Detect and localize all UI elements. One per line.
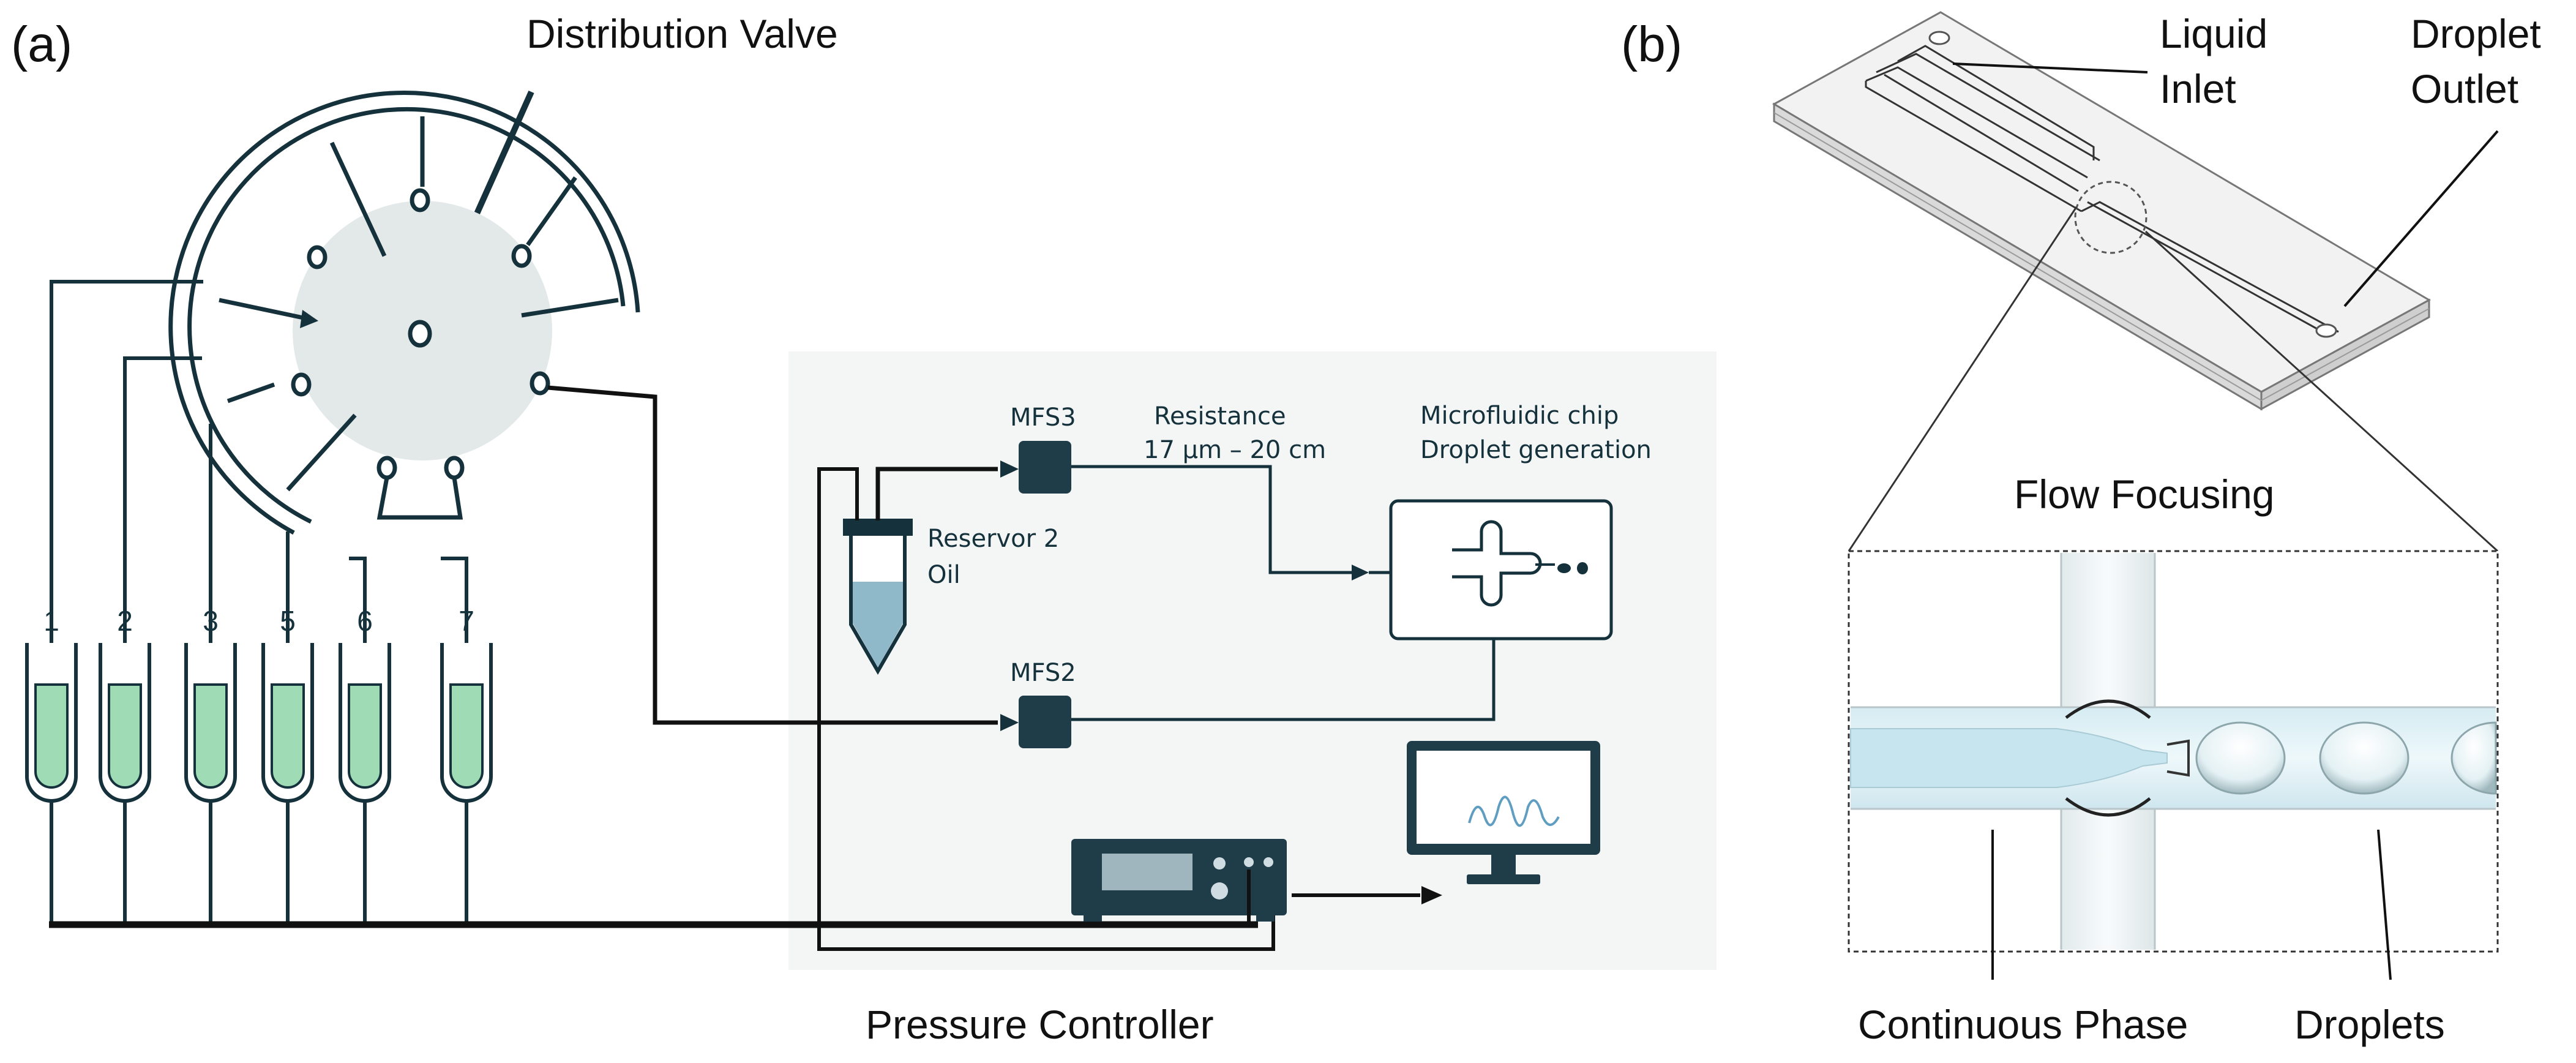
arrowhead [1000,714,1019,731]
mfs2-label: MFS2 [1010,659,1076,687]
tube-7 [440,643,493,925]
tube-6 [339,643,391,925]
valve-inner-arc [187,107,626,524]
tube-label: 6 [357,605,373,637]
resistance-title: Resistance [1154,402,1286,430]
tube-connectors [50,280,468,661]
mfs2-sensor [1019,696,1071,748]
dispersed-thread [1850,728,2168,788]
valve-spoke [526,176,577,247]
tube-3 [184,643,237,925]
flow-focusing-zoom [1848,550,2499,953]
chip-subtitle: Droplet generation [1420,436,1652,464]
valve-spoke [227,382,275,404]
valve-arrowhead [300,310,318,328]
panel-b-label: (b) [1621,17,1682,72]
liquid-inlet-label-2: Inlet [2160,66,2236,111]
liquid-inlet-label-1: Liquid [2160,11,2267,56]
mfs2-to-chip-line [1071,640,1496,721]
valve-spoke-arrow [219,298,307,321]
reservoir-fluid: Oil [927,561,960,589]
monitor [1407,741,1600,884]
valve-loop [376,477,463,520]
valve-spoke [286,413,357,492]
controller-to-reservoir-line [817,467,1275,951]
mfs3-label: MFS3 [1010,404,1076,432]
valve-port [376,456,397,480]
valve-port [530,371,550,396]
droplet-outlet-label-1: Droplet [2411,11,2541,56]
valve-outer-arc [168,91,640,535]
reservoir-2 [843,519,913,675]
arrowhead [1000,460,1019,478]
resistance-value: 17 µm – 20 cm [1144,436,1326,464]
droplet [2195,721,2286,795]
valve-port [410,188,430,212]
mfs3-to-chip-line [1071,465,1353,574]
valve-spoke [521,298,619,318]
zoom-line-right [2144,230,2499,552]
liquid-inlet-leader [1952,62,2148,73]
pressure-controller-label: Pressure Controller [866,1002,1214,1047]
droplet-outlet-leader [2343,130,2499,307]
tube-label: 1 [43,605,59,637]
arrowhead [1352,565,1369,580]
tube-1 [25,643,78,925]
pressure-controller-device [1071,839,1287,922]
mfs3-sensor [1019,441,1071,494]
valve-title: Distribution Valve [526,11,838,56]
zoom-region-circle [2074,181,2147,254]
tube-label: 5 [280,605,296,637]
tube-label: 2 [117,605,133,637]
droplet [2451,721,2497,795]
tube-label: 7 [459,605,474,637]
valve-port [307,245,328,269]
tube-labels: 1 2 3 5 6 7 [43,605,474,637]
valve-port [511,244,532,268]
reservoir-name: Reservor 2 [927,525,1059,553]
droplet-outlet-label-2: Outlet [2411,66,2518,111]
droplet [2319,721,2409,795]
tube-2 [99,643,151,925]
zoom-line-left [1848,206,2078,552]
valve-spoke [329,141,387,257]
tube-5 [261,643,314,925]
valve-port [444,456,465,480]
microfluidic-chip [1389,499,1613,640]
arrowhead [1421,886,1442,904]
sample-tubes [25,643,493,925]
distribution-valve [168,91,640,535]
tube-label: 3 [203,605,219,637]
continuous-phase-label: Continuous Phase [1858,1002,2188,1047]
valve-port [291,372,312,397]
chip-3d-channels [1865,31,2339,338]
droplets-leader [2377,829,2392,980]
chip-title: Microfluidic chip [1420,402,1619,430]
droplets-label: Droplets [2294,1002,2445,1047]
flow-focusing-title: Flow Focusing [2014,471,2275,517]
panel-a-label: (a) [11,17,72,72]
valve-to-mfs2-line [547,385,998,725]
reservoir-outlet-line [875,467,998,520]
valve-port [408,320,432,348]
